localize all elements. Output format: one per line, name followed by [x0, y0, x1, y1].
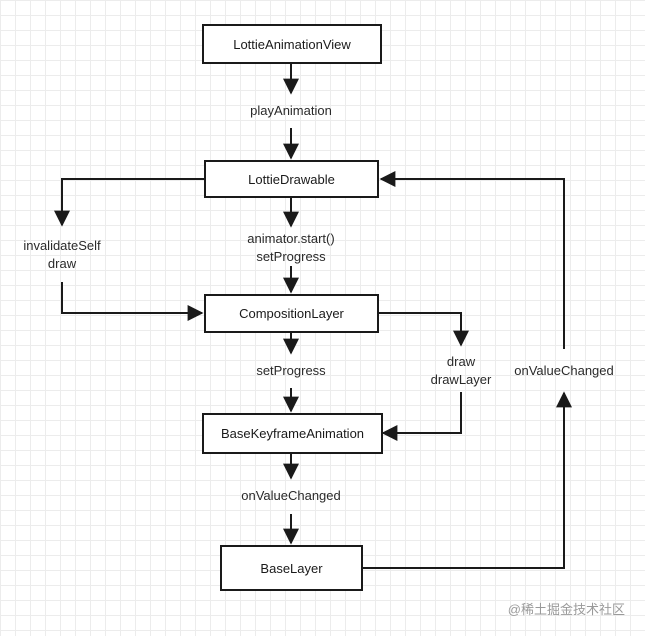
label-draw-draw-layer: draw drawLayer — [421, 353, 501, 389]
label-play-animation: playAnimation — [250, 103, 332, 118]
watermark: @稀土掘金技术社区 — [507, 602, 625, 617]
edge-onvaluechanged-to-drawable — [379, 171, 565, 349]
edge-draw-to-keyframe — [381, 392, 462, 441]
label-set-progress-2: setProgress — [256, 363, 326, 378]
node-base-layer: BaseLayer — [220, 545, 363, 591]
node-base-keyframe-animation: BaseKeyframeAnimation — [202, 413, 383, 454]
label-invalidate-self-draw: invalidateSelf draw — [12, 237, 112, 273]
label-on-value-changed-right: onValueChanged — [514, 363, 614, 378]
edge-baselayer-to-onvaluechanged — [363, 391, 572, 569]
node-lottie-animation-view: LottieAnimationView — [202, 24, 382, 64]
label-invalidate-self: invalidateSelf — [23, 238, 101, 253]
label-draw-right: draw — [446, 354, 476, 369]
label-on-value-changed-mid: onValueChanged — [241, 488, 341, 503]
node-lottie-drawable: LottieDrawable — [204, 160, 379, 198]
label-draw-left: draw — [47, 256, 77, 271]
node-composition-layer: CompositionLayer — [204, 294, 379, 333]
label-animator-start: animator.start() — [247, 231, 335, 246]
edge-composition-to-draw — [379, 312, 469, 347]
edge-drawable-to-invalidate — [54, 178, 205, 227]
label-set-progress-1: setProgress — [256, 249, 326, 264]
label-animator-start-set-progress: animator.start() setProgress — [226, 230, 356, 266]
label-draw-layer: drawLayer — [430, 372, 492, 387]
edge-invalidate-to-composition — [61, 282, 204, 321]
